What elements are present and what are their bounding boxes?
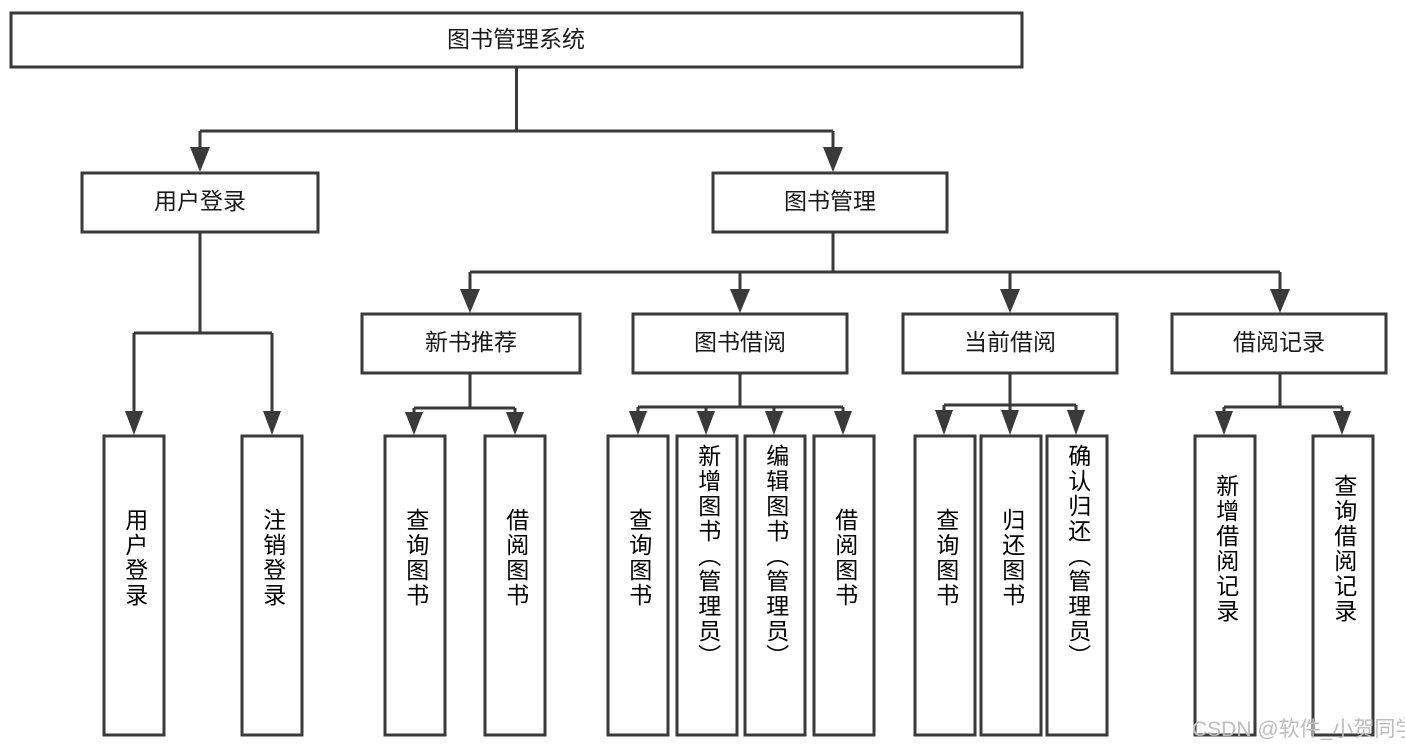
- arrow-head-icon: [823, 147, 843, 172]
- node-label-wrap-leaf-4: 借阅图书: [502, 508, 529, 608]
- node-label-wrap-leaf-6: 新增图书（管理员）: [694, 444, 721, 669]
- node-label-login: 用户登录: [154, 188, 246, 214]
- node-records[interactable]: 借阅记录: [1170, 312, 1388, 375]
- connector-login-to-leaves: [125, 232, 281, 435]
- node-login[interactable]: 用户登录: [80, 171, 320, 234]
- node-box-leaf-2[interactable]: [240, 434, 304, 737]
- node-box-current[interactable]: [901, 312, 1119, 375]
- node-label-leaf-4: 借阅图书: [502, 508, 529, 608]
- node-label-leaf-7: 编辑图书（管理员）: [762, 444, 789, 669]
- node-label-leaf-1: 用户登录: [121, 508, 148, 608]
- node-label-leaf-8: 借阅图书: [831, 508, 858, 608]
- node-label-wrap-leaf-1: 用户登录: [121, 508, 148, 608]
- connector-root-to-level1: [190, 67, 843, 172]
- node-box-leaf-1[interactable]: [102, 434, 166, 737]
- node-root[interactable]: 图书管理系统: [9, 11, 1024, 69]
- node-box-leaf-7[interactable]: [743, 434, 807, 737]
- node-label-wrap-leaf-2: 注销登录: [259, 508, 286, 608]
- arrow-head-icon: [834, 411, 852, 435]
- node-label-current: 当前借阅: [964, 329, 1056, 355]
- arrow-head-icon: [190, 147, 210, 172]
- node-label-wrap-leaf-13: 查询借阅记录: [1330, 474, 1357, 624]
- node-label-root: 图书管理系统: [447, 26, 585, 52]
- node-label-wrap-leaf-8: 借阅图书: [831, 508, 858, 608]
- arrow-head-icon: [1215, 411, 1233, 435]
- connector-current-to-leaves: [935, 373, 1085, 435]
- node-label-leaf-5: 查询图书: [625, 508, 652, 608]
- node-label-wrap-leaf-12: 新增借阅记录: [1212, 474, 1239, 624]
- node-borrow[interactable]: 图书借阅: [631, 312, 849, 375]
- node-label-leaf-6: 新增图书（管理员）: [694, 444, 721, 669]
- node-box-leaf-4[interactable]: [483, 434, 547, 737]
- node-box-leaf-6[interactable]: [675, 434, 739, 737]
- arrow-head-icon: [629, 411, 647, 435]
- node-label-borrow: 图书借阅: [694, 329, 786, 355]
- node-newbook[interactable]: 新书推荐: [360, 312, 582, 375]
- node-box-leaf-3[interactable]: [383, 434, 447, 737]
- node-box-login[interactable]: [80, 171, 320, 234]
- node-box-leaf-9[interactable]: [913, 434, 977, 737]
- node-label-wrap-leaf-10: 归还图书: [998, 508, 1025, 608]
- node-box-leaf-10[interactable]: [979, 434, 1043, 737]
- node-box-leaf-5[interactable]: [606, 434, 670, 737]
- node-box-records[interactable]: [1170, 312, 1388, 375]
- arrow-head-icon: [125, 411, 143, 435]
- node-label-wrap-leaf-3: 查询图书: [402, 508, 429, 608]
- node-label-leaf-3: 查询图书: [402, 508, 429, 608]
- node-label-leaf-12: 新增借阅记录: [1212, 474, 1239, 624]
- node-box-root[interactable]: [9, 11, 1024, 69]
- node-label-leaf-11: 确认归还（管理员）: [1064, 444, 1091, 669]
- node-label-records: 借阅记录: [1233, 329, 1325, 355]
- arrow-head-icon: [935, 410, 953, 435]
- arrow-head-icon: [460, 289, 480, 313]
- node-box-leaf-8[interactable]: [812, 434, 876, 737]
- node-label-leaf-2: 注销登录: [259, 508, 286, 608]
- connector-newbook-to-leaves: [405, 373, 524, 435]
- node-current[interactable]: 当前借阅: [901, 312, 1119, 375]
- node-label-wrap-leaf-11: 确认归还（管理员）: [1064, 444, 1091, 669]
- arrow-head-icon: [1000, 289, 1020, 313]
- node-label-leaf-13: 查询借阅记录: [1330, 474, 1357, 624]
- node-box-borrow[interactable]: [631, 312, 849, 375]
- arrow-head-icon: [1333, 411, 1351, 435]
- arrow-head-icon: [1067, 410, 1085, 435]
- node-bookmgmt[interactable]: 图书管理: [711, 171, 949, 234]
- arrow-head-icon: [506, 412, 524, 435]
- connector-bookmgmt-to-level2: [460, 232, 1290, 313]
- connector-records-to-leaves: [1215, 373, 1351, 435]
- arrow-head-icon: [730, 289, 750, 313]
- arrow-head-icon: [697, 411, 715, 435]
- node-box-leaf-11[interactable]: [1045, 434, 1109, 737]
- node-label-bookmgmt: 图书管理: [784, 188, 876, 214]
- arrow-head-icon: [765, 411, 783, 435]
- node-label-wrap-leaf-7: 编辑图书（管理员）: [762, 444, 789, 669]
- node-label-leaf-10: 归还图书: [998, 508, 1025, 608]
- node-box-bookmgmt[interactable]: [711, 171, 949, 234]
- node-box-leaf-12[interactable]: [1193, 434, 1257, 737]
- node-label-wrap-leaf-5: 查询图书: [625, 508, 652, 608]
- node-label-newbook: 新书推荐: [425, 329, 517, 355]
- arrow-head-icon: [1270, 289, 1290, 313]
- node-label-wrap-leaf-9: 查询图书: [932, 508, 959, 608]
- arrow-head-icon: [263, 411, 281, 435]
- arrow-head-icon: [405, 412, 423, 435]
- node-label-leaf-9: 查询图书: [932, 508, 959, 608]
- node-box-leaf-13[interactable]: [1311, 434, 1375, 737]
- connector-borrow-to-leaves: [629, 373, 852, 435]
- arrow-head-icon: [1001, 410, 1019, 435]
- node-box-newbook[interactable]: [360, 312, 582, 375]
